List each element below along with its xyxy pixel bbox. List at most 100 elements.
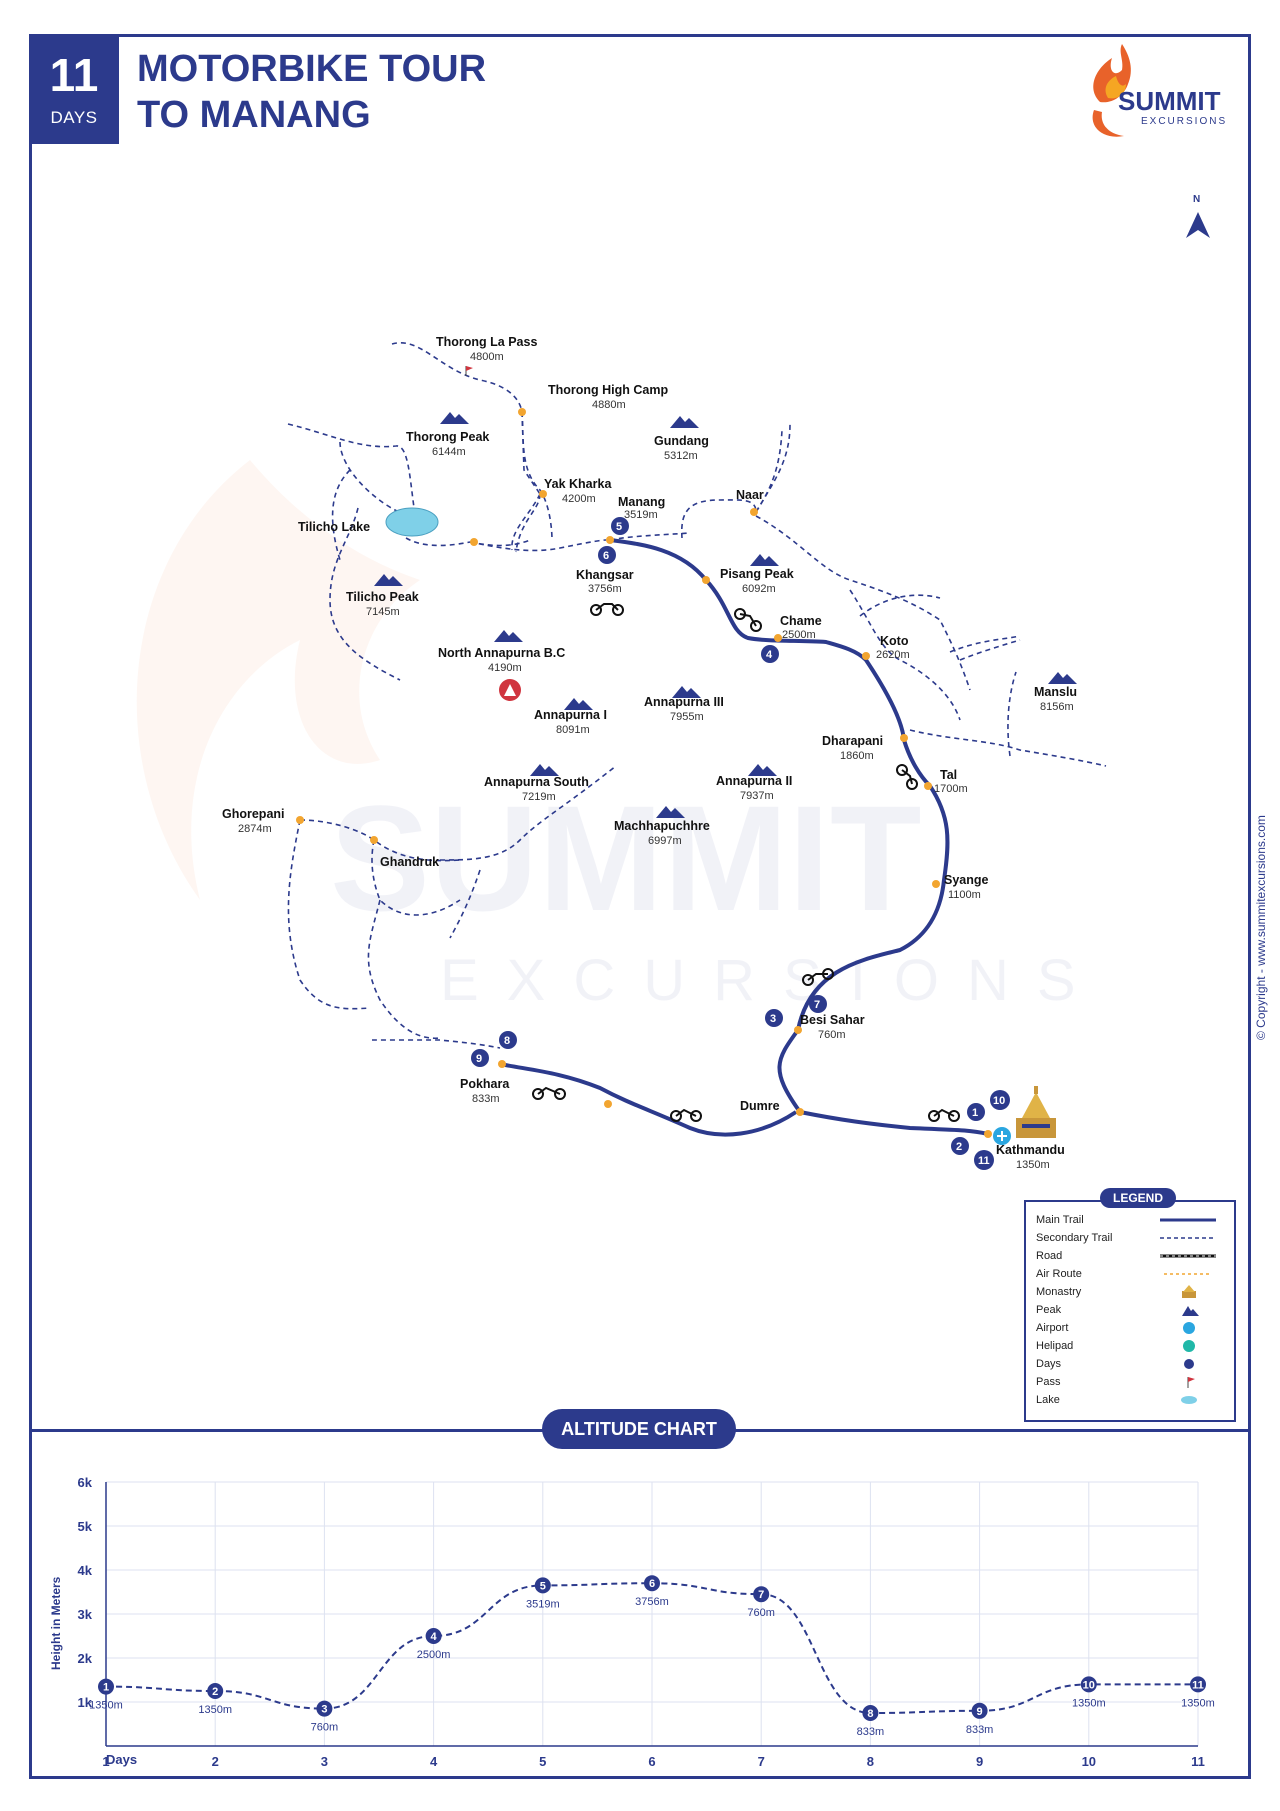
svg-text:9: 9 (476, 1053, 482, 1065)
airport-icon (993, 1127, 1011, 1145)
svg-text:1: 1 (972, 1107, 978, 1119)
altitude-point-day: 9 (977, 1706, 983, 1718)
legend-label-peak: Peak (1036, 1304, 1062, 1316)
legend-label-helipad: Helipad (1036, 1340, 1074, 1352)
days-label: DAYS (50, 108, 98, 127)
svg-text:5312m: 5312m (664, 450, 698, 462)
day-dot-icon (1184, 1359, 1194, 1369)
x-tick-label: 7 (758, 1754, 765, 1769)
label-tilicho-peak: Tilicho Peak (346, 590, 419, 604)
pass-flag-icon (1187, 1377, 1195, 1388)
days-badge: 11 DAYS (29, 34, 119, 144)
label-khangsar: Khangsar (576, 568, 634, 582)
legend-label-days: Days (1036, 1358, 1062, 1370)
svg-text:833m: 833m (472, 1093, 500, 1105)
legend-label-main-trail: Main Trail (1036, 1214, 1084, 1226)
watermark: SUMMIT EXCURSIONS (136, 460, 1076, 1013)
altitude-point-label: 3519m (526, 1598, 560, 1610)
altitude-point (98, 1678, 114, 1695)
svg-text:2: 2 (956, 1141, 962, 1153)
svg-text:8091m: 8091m (556, 724, 590, 736)
x-tick-label: 10 (1082, 1754, 1096, 1769)
legend-label-lake: Lake (1036, 1394, 1060, 1406)
svg-text:6144m: 6144m (432, 446, 466, 458)
x-tick-label: 6 (648, 1754, 655, 1769)
altitude-point (207, 1683, 224, 1699)
label-thorong-la: Thorong La Pass (436, 335, 537, 349)
altitude-point-day: 6 (649, 1578, 655, 1590)
chart-xlabel: Days (106, 1752, 137, 1767)
day-markers: 5 6 4 7 3 8 9 10 1 2 11 (471, 517, 1010, 1170)
svg-text:10: 10 (993, 1095, 1005, 1107)
label-thorong-high-camp: Thorong High Camp (548, 383, 668, 397)
peak-icon (670, 416, 699, 428)
svg-text:7219m: 7219m (522, 791, 556, 803)
motorbike-icon (734, 608, 762, 632)
svg-text:SUMMIT: SUMMIT (330, 774, 922, 942)
y-tick-label: 2k (78, 1651, 93, 1666)
helipad-icon (1183, 1340, 1195, 1352)
label-besi-sahar: Besi Sahar (800, 1013, 865, 1027)
altitude-point-label: 833m (857, 1726, 885, 1738)
motorbike-icons (532, 603, 960, 1122)
svg-text:4880m: 4880m (592, 399, 626, 411)
page-frame (29, 34, 1251, 1779)
y-tick-label: 1k (78, 1695, 93, 1710)
peak-icon (656, 806, 685, 818)
motorbike-icon (590, 603, 624, 616)
secondary-trails (287, 342, 1107, 1049)
altitude-point-label: 833m (966, 1724, 994, 1736)
place-labels: Thorong La Pass 4800m Thorong High Camp … (222, 335, 1077, 1171)
svg-text:4190m: 4190m (488, 662, 522, 674)
day-marker-7: 7 (809, 995, 827, 1013)
chart-grid (105, 1481, 1199, 1747)
airport-icon (1183, 1322, 1195, 1334)
label-pisang-peak: Pisang Peak (720, 567, 794, 581)
tilicho-lake-icon (385, 507, 439, 537)
title-line-2: TO MANANG (137, 94, 371, 136)
legend-title: LEGEND (1100, 1188, 1176, 1208)
altitude-point-label: 1350m (1181, 1697, 1215, 1709)
monastery-icon (1182, 1285, 1196, 1298)
altitude-point-label: 2500m (417, 1649, 451, 1661)
altitude-point-day: 3 (321, 1704, 327, 1716)
peak-icon (374, 574, 403, 586)
peak-icon (1182, 1306, 1199, 1316)
pass-flag-icon (465, 366, 473, 376)
label-manang: Manang (618, 495, 665, 509)
day-marker-5: 5 (611, 517, 629, 535)
svg-text:1350m: 1350m (1016, 1159, 1050, 1171)
svg-text:7937m: 7937m (740, 790, 774, 802)
altitude-point (534, 1577, 551, 1594)
svg-text:4200m: 4200m (562, 493, 596, 505)
route-map: SUMMIT EXCURSIONS N (136, 194, 1210, 1171)
label-chame: Chame (780, 614, 822, 628)
svg-text:3519m: 3519m (624, 509, 658, 521)
label-dumre: Dumre (740, 1099, 780, 1113)
label-ghorepani: Ghorepani (222, 807, 285, 821)
y-tick-label: 4k (78, 1563, 93, 1578)
altitude-point (1080, 1676, 1097, 1693)
label-naar: Naar (736, 488, 764, 502)
altitude-point-label: 1350m (89, 1700, 123, 1712)
svg-text:2874m: 2874m (238, 823, 272, 835)
main-trail-line-icon (1160, 1218, 1216, 1222)
legend-label-monastery: Monastry (1036, 1286, 1082, 1298)
motorbike-icon (896, 764, 918, 790)
svg-text:7955m: 7955m (670, 711, 704, 723)
day-marker-1: 1 (967, 1103, 985, 1121)
legend-box: Main Trail Secondary Trail Road Air Rout… (1024, 1200, 1236, 1422)
svg-text:4: 4 (766, 649, 773, 661)
svg-text:2500m: 2500m (782, 629, 816, 641)
x-tick-label: 2 (212, 1754, 219, 1769)
svg-text:N: N (1193, 194, 1200, 205)
altitude-point-day: 2 (212, 1686, 218, 1698)
peak-icon (672, 686, 701, 698)
day-marker-11: 11 (974, 1150, 994, 1170)
motorbike-icon (670, 1108, 702, 1122)
svg-text:8: 8 (504, 1035, 510, 1047)
altitude-point-label: 760m (311, 1722, 339, 1734)
svg-text:1860m: 1860m (840, 750, 874, 762)
altitude-point (644, 1575, 660, 1592)
